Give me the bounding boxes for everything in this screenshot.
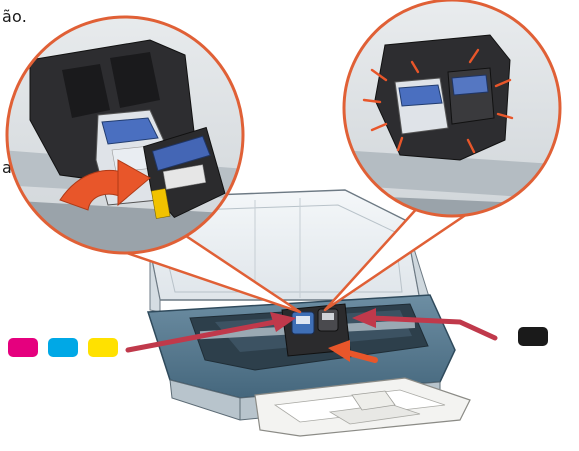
black-ink-swatch: [518, 327, 548, 346]
cyan-ink-swatch: [48, 338, 78, 357]
yellow-ink-swatch: [88, 338, 118, 357]
right-zoom-image: [330, 0, 579, 230]
magenta-ink-swatch: [8, 338, 38, 357]
